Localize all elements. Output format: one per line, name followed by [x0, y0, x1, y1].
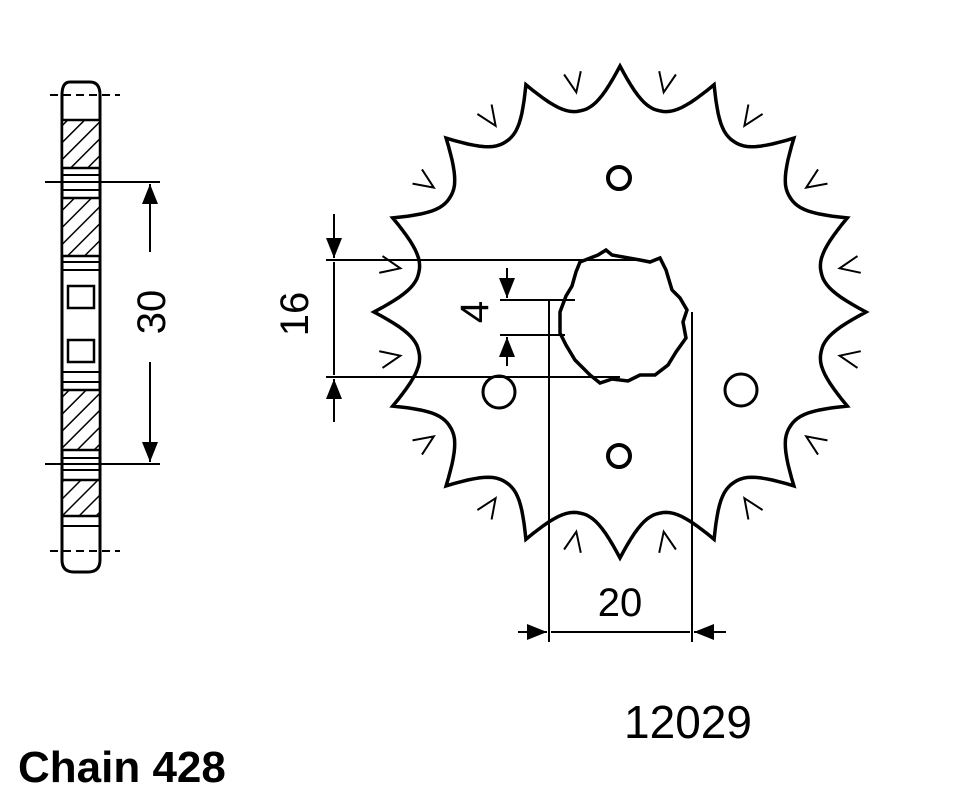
side-hatch-1 — [60, 118, 102, 170]
part-number: 12029 — [624, 696, 752, 748]
tooth-tip-mark — [804, 434, 828, 456]
dim-width-label: 20 — [598, 581, 643, 625]
tooth-tip-mark — [378, 255, 403, 274]
dim-key-label: 4 — [453, 301, 497, 323]
tooth-tip-mark — [563, 529, 582, 554]
side-hatch-2 — [60, 196, 102, 258]
tooth-tip-mark — [476, 104, 498, 128]
side-view: 30 — [45, 80, 174, 574]
mount-hole-right — [723, 372, 759, 408]
tooth-tip-mark — [412, 434, 436, 456]
tooth-tip-mark — [658, 70, 677, 95]
front-view: 16 4 20 — [273, 62, 870, 642]
mount-hole-top — [606, 165, 632, 191]
tooth-tip-mark — [837, 350, 862, 369]
tooth-tip-mark — [658, 529, 677, 554]
side-hatch-3 — [60, 388, 102, 452]
chain-label: Chain 428 — [18, 743, 226, 792]
tooth-tip-mark — [742, 104, 764, 128]
side-body-outline — [60, 80, 102, 574]
tooth-tip-mark — [742, 496, 764, 520]
dim-thickness-label: 30 — [130, 290, 174, 335]
side-hatch-4 — [60, 478, 102, 518]
tooth-tip-mark — [804, 168, 828, 190]
mount-hole-bottom — [606, 443, 632, 469]
tooth-tip-mark — [837, 255, 862, 274]
dim-height-label: 16 — [273, 292, 317, 337]
tooth-tip-mark — [412, 168, 436, 190]
tooth-tip-mark — [476, 496, 498, 520]
splined-bore — [558, 247, 689, 385]
tooth-tip-mark — [563, 70, 582, 95]
tooth-tip-mark — [378, 350, 403, 369]
